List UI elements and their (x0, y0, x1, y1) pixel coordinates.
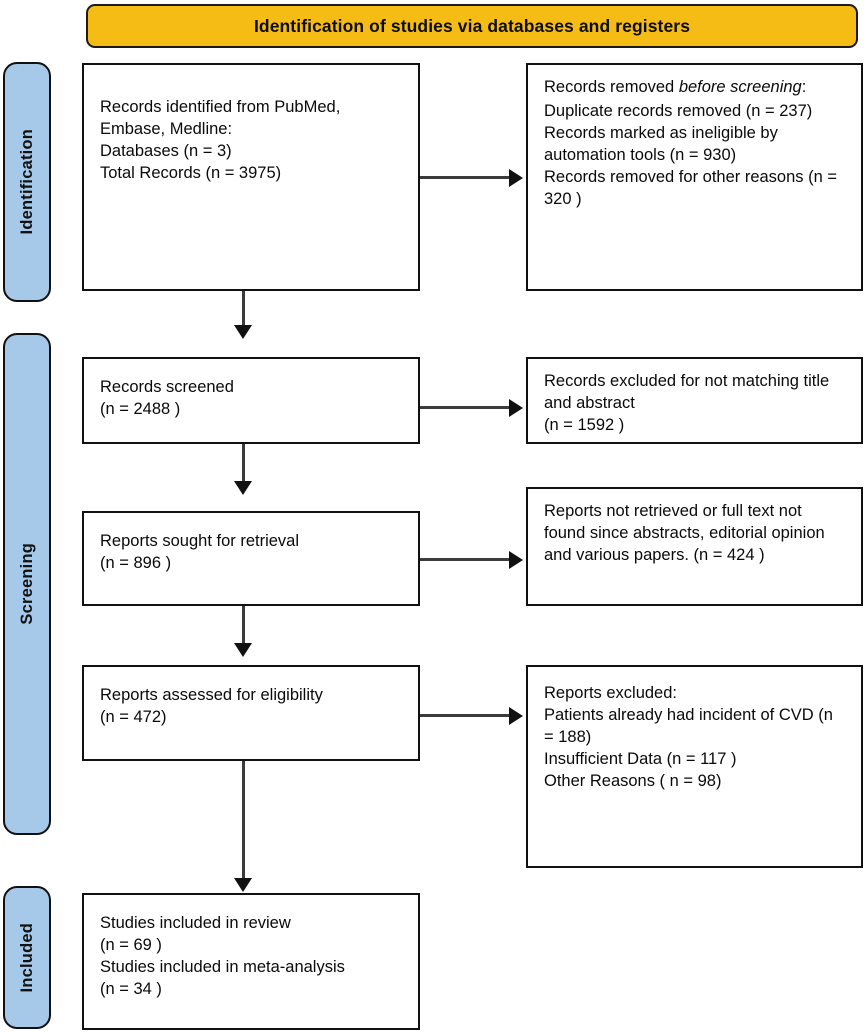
box-reports-not-retrieved-text: Reports not retrieved or full text not f… (544, 502, 825, 564)
stage-rail-label-screening: Screening (17, 543, 36, 625)
stage-rail-included: Included (3, 886, 51, 1029)
arrow-down-icon-assessed-to-included (234, 878, 252, 892)
box-reports-excluded-full-text-text: Reports excluded: Patients already had i… (544, 684, 833, 790)
stage-rail-screening: Screening (3, 333, 51, 835)
box-reports-assessed-for-eligibility: Reports assessed for eligibility (n = 47… (82, 665, 420, 761)
box-records-identified-text: Records identified from PubMed, Embase, … (100, 98, 341, 182)
box-records-removed-before-screening-heading: Records removed before screening: (544, 75, 847, 99)
box-reports-sought-for-retrieval: Reports sought for retrieval (n = 896 ) (82, 511, 420, 606)
box-reports-sought-for-retrieval-text: Reports sought for retrieval (n = 896 ) (100, 532, 300, 572)
box-reports-not-retrieved: Reports not retrieved or full text not f… (526, 487, 863, 606)
stage-rail-label-included: Included (17, 922, 36, 993)
arrow-right-icon-identified-to-removed-before (509, 169, 523, 187)
connector-identified-to-screened (242, 291, 245, 328)
arrow-right-icon-assessed-to-excluded-full (509, 707, 523, 725)
connector-screened-to-sought (242, 444, 245, 484)
box-records-screened: Records screened (n = 2488 ) (82, 357, 420, 444)
connector-assessed-to-excluded-full (420, 714, 510, 717)
stage-rail-label-identification: Identification (17, 129, 36, 235)
removed-before-suffix: : (801, 78, 807, 96)
arrow-down-icon-screened-to-sought (234, 481, 252, 495)
box-records-screened-text: Records screened (n = 2488 ) (100, 378, 234, 418)
connector-screened-to-excluded (420, 406, 510, 409)
box-records-removed-before-screening-text: Duplicate records removed (n = 237) Reco… (544, 101, 838, 208)
connector-identified-to-removed-before (420, 176, 510, 179)
page-title: Identification of studies via databases … (253, 15, 691, 36)
arrow-down-icon-sought-to-assessed (234, 643, 252, 657)
diagram-header-banner: Identification of studies via databases … (86, 4, 858, 48)
box-reports-assessed-for-eligibility-text: Reports assessed for eligibility (n = 47… (100, 686, 323, 726)
connector-assessed-to-included (242, 761, 245, 881)
box-studies-included-text: Studies included in review (n = 69 ) Stu… (100, 914, 345, 998)
box-records-excluded-title-abstract: Records excluded for not matching title … (526, 357, 863, 444)
box-records-removed-before-screening: Records removed before screening: Duplic… (526, 63, 863, 291)
removed-before-prefix: Records removed (544, 78, 679, 96)
stage-rail-identification: Identification (3, 62, 51, 302)
arrow-down-icon-identified-to-screened (234, 325, 252, 339)
removed-before-italic: before screening (678, 78, 802, 96)
arrow-right-icon-screened-to-excluded (509, 399, 523, 417)
connector-sought-to-assessed (242, 606, 245, 646)
box-records-identified: Records identified from PubMed, Embase, … (82, 63, 420, 291)
connector-sought-to-not-retrieved (420, 558, 510, 561)
box-records-excluded-title-abstract-text: Records excluded for not matching title … (544, 372, 830, 434)
arrow-right-icon-sought-to-not-retrieved (509, 551, 523, 569)
box-studies-included: Studies included in review (n = 69 ) Stu… (82, 893, 420, 1030)
box-reports-excluded-full-text: Reports excluded: Patients already had i… (526, 665, 863, 868)
